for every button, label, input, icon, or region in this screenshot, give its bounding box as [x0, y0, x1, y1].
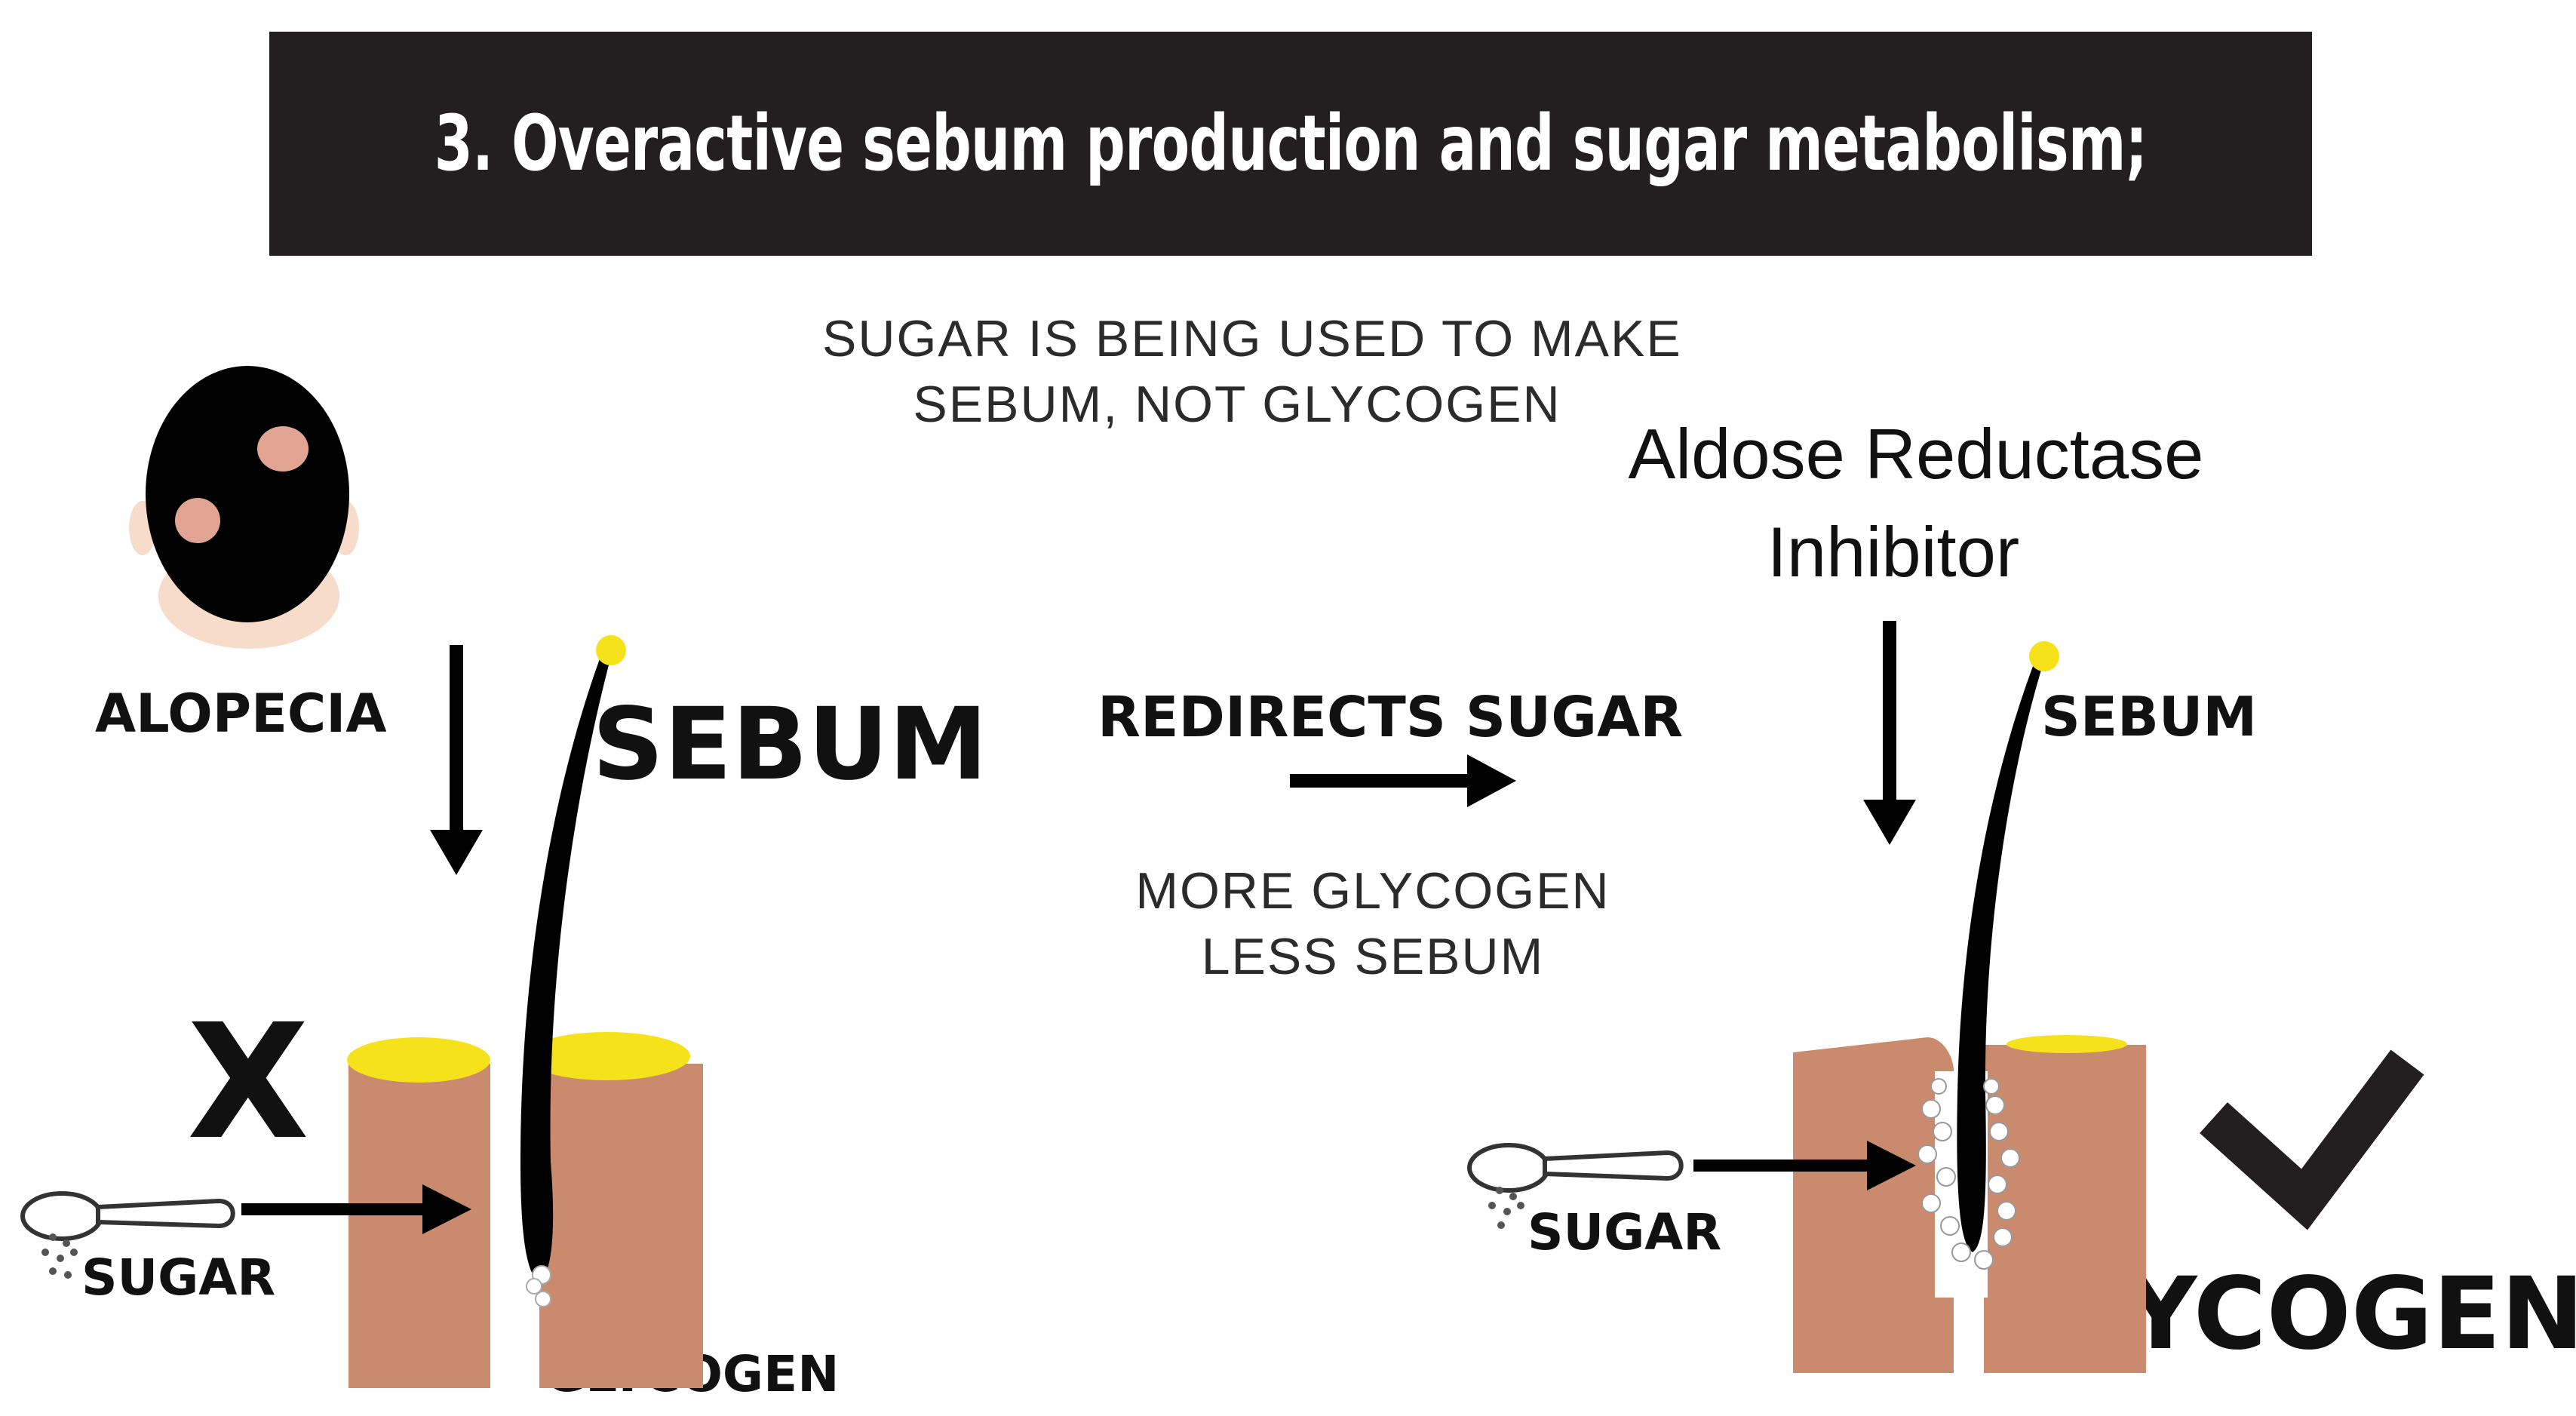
head-alopecia-icon	[129, 366, 359, 649]
title-banner: 3. Overactive sebum production and sugar…	[269, 32, 2312, 256]
right-sugar-arrow	[1693, 1141, 1916, 1190]
left-sugar-arrow	[241, 1184, 471, 1234]
result-line-1: MORE GLYCOGEN	[1135, 862, 1610, 920]
right-down-arrow	[1863, 621, 1916, 845]
result-line-2: LESS SEBUM	[1201, 928, 1545, 985]
left-sebum-label: SEBUM	[592, 686, 988, 803]
right-glycogen-label: GLYCOGEN	[1995, 1256, 2576, 1372]
redirects-sugar-label: REDIRECTS SUGAR	[1098, 685, 1684, 750]
redirect-arrow	[1290, 754, 1516, 807]
x-mark: X	[187, 990, 309, 1175]
inhibitor-line-1: Aldose Reductase	[1628, 414, 2204, 493]
left-glycogen-label: GLYCOGEN	[545, 1345, 840, 1403]
left-sugar-label: SUGAR	[81, 1249, 276, 1307]
caption-top-line-1: SUGAR IS BEING USED TO MAKE	[822, 310, 1682, 367]
right-sugar-label: SUGAR	[1527, 1203, 1722, 1261]
page-title: 3. Overactive sebum production and sugar…	[434, 99, 2148, 189]
caption-top-line-2: SEBUM, NOT GLYCOGEN	[913, 376, 1561, 433]
left-down-arrow	[430, 645, 483, 875]
alopecia-label: ALOPECIA	[95, 683, 387, 745]
inhibitor-line-2: Inhibitor	[1767, 512, 2020, 591]
check-icon	[2200, 1049, 2424, 1230]
right-sebum-label: SEBUM	[2041, 685, 2258, 748]
